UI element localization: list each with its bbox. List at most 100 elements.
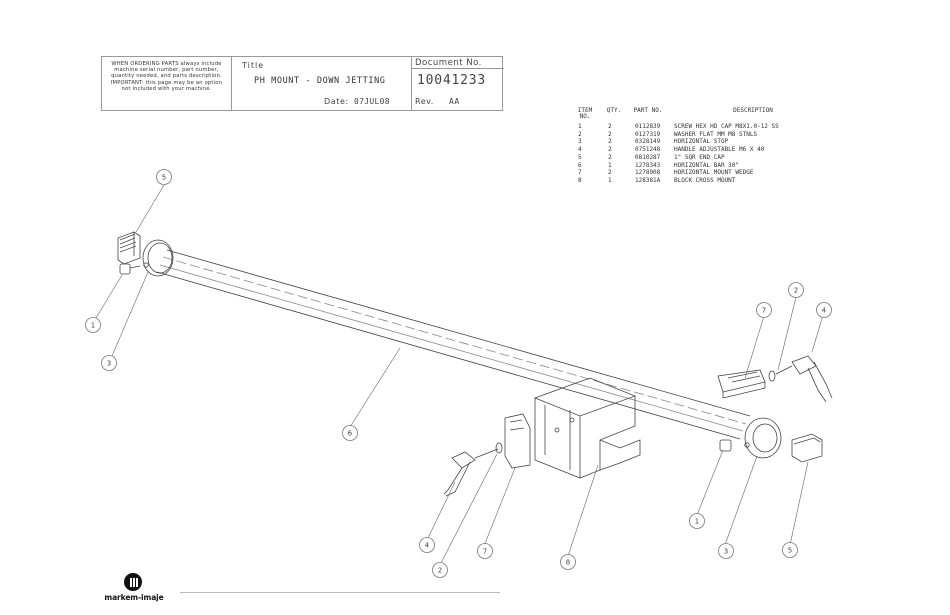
left-mount-wedge — [504, 413, 531, 469]
left-end-cap — [117, 231, 141, 265]
item-balloon: 7 — [477, 543, 493, 559]
logo-mark-icon — [124, 573, 142, 591]
cell-part-no: 0328149 — [635, 138, 661, 146]
right-adjustable-handle — [768, 355, 833, 403]
item-balloon: 1 — [689, 513, 705, 529]
footer-divider — [180, 592, 500, 593]
item-balloon: 8 — [560, 554, 576, 570]
ordering-note: WHEN ORDERING PARTS always include machi… — [102, 57, 232, 110]
cell-item-no: 7 — [578, 169, 582, 177]
right-stop-collar — [744, 417, 782, 459]
balloon-circle — [85, 317, 101, 333]
document-number-label: Document No. — [415, 58, 482, 68]
markem-imaje-logo: markem-imaje — [102, 573, 166, 607]
leader-lines — [95, 184, 824, 566]
balloon-label: 6 — [348, 430, 353, 438]
right-mount-wedge — [717, 369, 766, 399]
balloon-label: 3 — [724, 548, 728, 556]
table-row: 5 2 0810287 1" SQR END CAP — [573, 154, 823, 162]
balloon-circle — [101, 355, 117, 371]
balloon-label: 2 — [794, 287, 798, 295]
cell-part-no: 1278908 — [635, 169, 661, 177]
cell-item-no: 8 — [578, 176, 582, 184]
balloon-label: 4 — [822, 307, 827, 315]
divider — [412, 68, 504, 69]
cell-qty: 1 — [608, 176, 612, 184]
balloon-label: 7 — [762, 307, 766, 315]
cell-description: HORIZONTAL MOUNT WEDGE — [674, 169, 754, 177]
balloon-label: 3 — [107, 360, 111, 368]
document-number-cell: Document No. 10041233 Rev. AA — [412, 57, 504, 110]
cell-description: 1" SQR END CAP — [674, 153, 725, 161]
cell-qty: 2 — [608, 153, 612, 161]
table-row: 3 2 0328149 HORIZONTAL STOP — [573, 138, 823, 146]
cell-part-no: 0810287 — [635, 153, 661, 161]
cell-item-no: 5 — [578, 153, 582, 161]
balloon-label: 5 — [162, 174, 166, 182]
horizontal-bar — [156, 249, 751, 440]
item-balloon: 4 — [816, 302, 832, 318]
balloon-circle — [788, 282, 804, 298]
item-balloon: 2 — [432, 562, 448, 578]
logo-text: markem-imaje — [104, 593, 164, 602]
cell-part-no: 0127319 — [635, 130, 661, 138]
cell-item-no: 1 — [578, 123, 582, 130]
balloon-label: 2 — [438, 567, 442, 575]
table-row: 7 2 1278908 HORIZONTAL MOUNT WEDGE — [573, 169, 823, 177]
right-end-cap — [791, 433, 823, 463]
balloon-label: 5 — [788, 547, 792, 555]
cell-description: BLOCK CROSS MOUNT — [674, 176, 736, 184]
header-qty: QTY. — [606, 107, 622, 114]
cell-description: WASHER FLAT MM M8 STNLS — [674, 130, 758, 138]
balloon-circle — [419, 537, 435, 553]
item-balloon: 5 — [782, 542, 798, 558]
balloon-label: 1 — [695, 518, 699, 526]
item-balloon: 3 — [101, 355, 117, 371]
balloon-label: 4 — [425, 542, 430, 550]
balloon-circle — [816, 302, 832, 318]
document-title: PH MOUNT - DOWN JETTING — [254, 76, 386, 86]
item-balloon: 3 — [718, 543, 734, 559]
header-item-no: ITEM NO. — [577, 107, 593, 120]
cell-qty: 2 — [608, 130, 612, 138]
balloon-circle — [689, 513, 705, 529]
cell-description: HORIZONTAL STOP — [674, 138, 729, 146]
cell-description: SCREW HEX HD CAP M8X1.0-12 SS — [674, 123, 779, 130]
cell-item-no: 6 — [578, 161, 582, 169]
left-screw — [119, 263, 141, 275]
table-row: 8 1 128381A BLOCK CROSS MOUNT — [573, 177, 823, 185]
balloon-circle — [560, 554, 576, 570]
balloon-circle — [342, 425, 358, 441]
cell-qty: 1 — [608, 161, 612, 169]
item-balloon: 1 — [85, 317, 101, 333]
cell-qty: 2 — [608, 123, 612, 130]
item-balloon: 2 — [788, 282, 804, 298]
cell-qty: 2 — [608, 138, 612, 146]
cell-item-no: 4 — [578, 146, 582, 154]
balloon-circle — [156, 169, 172, 185]
cell-part-no: 1278343 — [635, 161, 661, 169]
date-label: Date: — [324, 97, 349, 106]
balloon-label: 1 — [91, 322, 95, 330]
item-balloon: 4 — [419, 537, 435, 553]
balloon-circle — [756, 302, 772, 318]
table-row: 2 2 0127319 WASHER FLAT MM M8 STNLS — [573, 131, 823, 139]
title-cell: Title PH MOUNT - DOWN JETTING Date: 07JU… — [232, 57, 412, 110]
item-balloon: 5 — [156, 169, 172, 185]
title-label: Title — [242, 61, 265, 70]
header-part-no: PART NO. — [633, 107, 663, 114]
cell-item-no: 2 — [578, 130, 582, 138]
balloon-label: 7 — [483, 548, 487, 556]
item-balloon: 6 — [342, 425, 358, 441]
block-cross-mount — [533, 377, 641, 479]
item-balloon: 7 — [756, 302, 772, 318]
balloon-circle — [782, 542, 798, 558]
cell-item-no: 3 — [578, 138, 582, 146]
cell-part-no: 128381A — [635, 176, 661, 184]
cell-qty: 2 — [608, 169, 612, 177]
document-date: 07JUL08 — [354, 97, 390, 106]
